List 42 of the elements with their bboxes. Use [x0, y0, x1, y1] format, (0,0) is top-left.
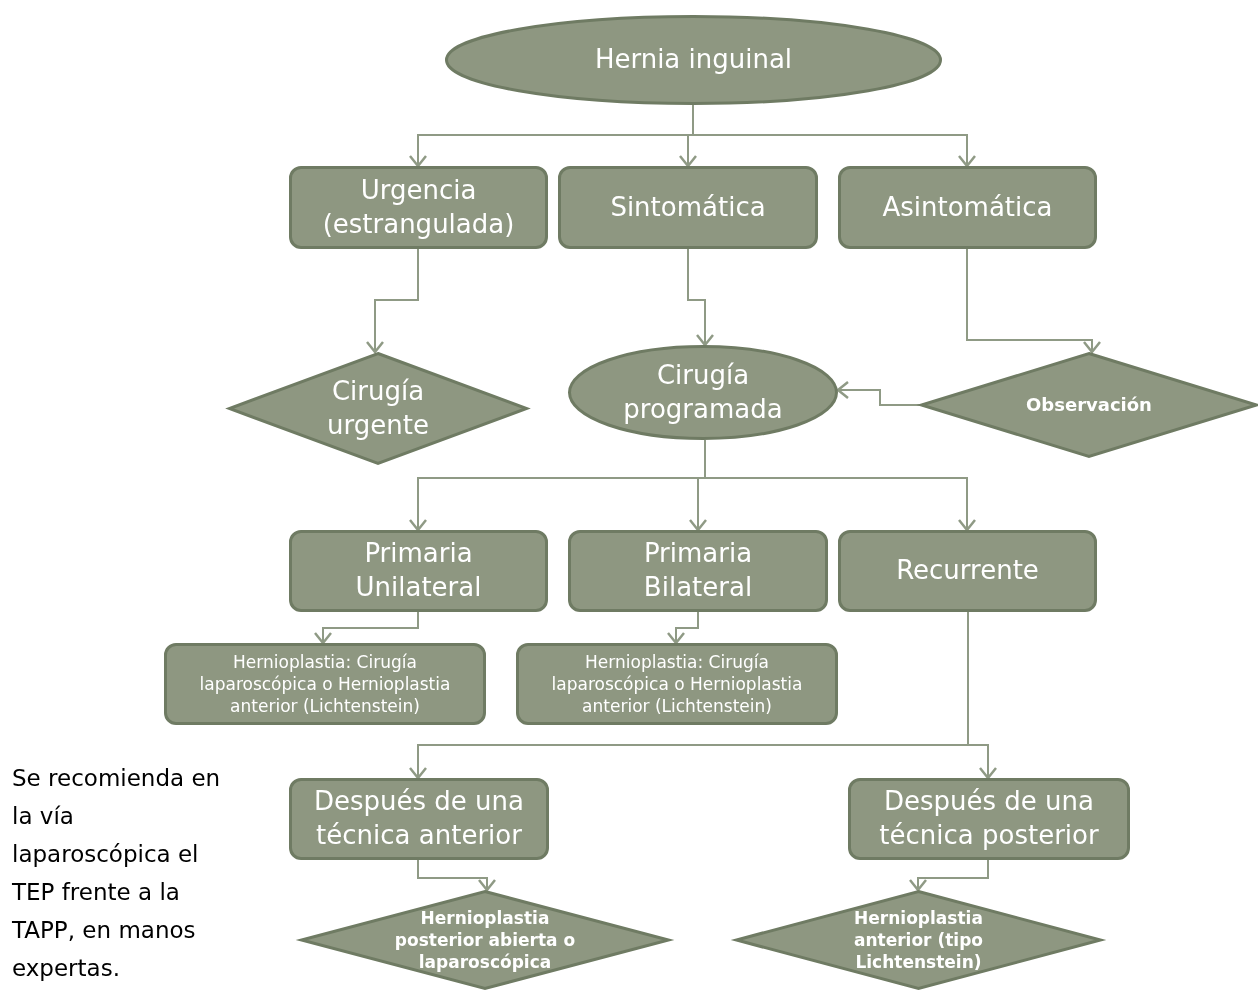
process-box	[568, 530, 828, 612]
node-label: Primaria Bilateral	[642, 537, 754, 604]
process-box	[838, 530, 1097, 612]
arrow	[417, 859, 497, 892]
note-text: Se recomienda en la vía laparoscópica el TEP frente a la TAPP, en manos expertas.	[12, 764, 222, 983]
arrow	[836, 380, 921, 406]
arrow	[966, 248, 1102, 354]
decision-diamond	[920, 352, 1258, 458]
process-box	[164, 643, 486, 725]
node-label: Sintomática	[610, 190, 766, 224]
node-label: Observación	[1026, 393, 1152, 417]
node-label: Cirugía programada	[622, 358, 784, 426]
process-box	[516, 643, 838, 725]
node-label: Hernioplastia: Cirugía laparoscópica o Hernioplastia anterior (Lichtenstein)	[550, 650, 804, 718]
node-label: Hernia inguinal	[594, 43, 793, 77]
node-label: Cirugía urgente	[326, 374, 430, 442]
process-box	[289, 530, 548, 612]
node-label: Recurrente	[896, 554, 1039, 588]
ellipse-node	[568, 345, 838, 440]
node-label: Hernioplastia anterior (tipo Lichtenstein)	[853, 906, 984, 974]
process-box	[558, 166, 818, 249]
arrow	[967, 611, 998, 780]
node-label: Hernioplastia posterior abierta o laparoscópica	[393, 906, 577, 974]
arrow	[687, 248, 715, 347]
arrow	[313, 611, 419, 645]
arrow	[692, 104, 977, 168]
arrow	[704, 439, 977, 532]
ellipse-node	[445, 15, 942, 105]
process-box	[289, 166, 548, 249]
decision-diamond	[228, 352, 528, 465]
node-label: Primaria Unilateral	[354, 537, 483, 604]
node-label: Después de una técnica anterior	[313, 785, 525, 852]
node-label: Urgencia (estrangulada)	[321, 173, 516, 241]
process-box	[848, 778, 1130, 860]
arrow	[365, 248, 419, 354]
arrow	[908, 859, 989, 892]
process-box	[838, 166, 1097, 249]
node-label: Asintomática	[882, 190, 1053, 224]
process-box	[289, 778, 549, 860]
arrow	[666, 611, 699, 645]
node-label: Después de una técnica posterior	[878, 785, 1100, 852]
node-label: Hernioplastia: Cirugía laparoscópica o Hernioplastia anterior (Lichtenstein)	[198, 650, 452, 718]
